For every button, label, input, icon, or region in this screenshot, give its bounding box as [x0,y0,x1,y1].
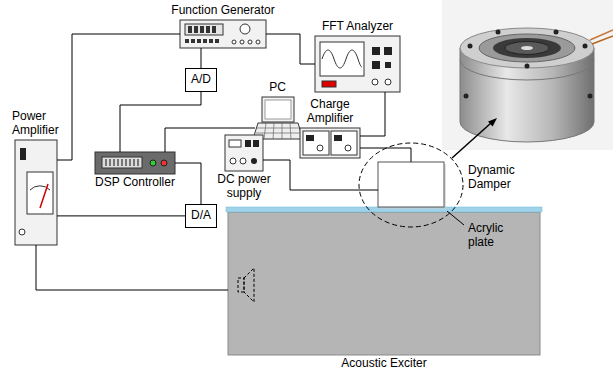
signal-wire [36,245,228,290]
fft-analyzer: FFT Analyzer [315,36,400,92]
pointer-arrow [452,123,491,158]
node-label: Function Generator [163,4,283,18]
node-label: FFT Analyzer [313,20,403,34]
node-label: Charge Amplifier [299,98,361,126]
power-amplifier-icon [15,140,57,245]
signal-wire [201,48,202,68]
dsp-controller: DSP Controller [95,152,175,174]
signal-wire [57,215,185,216]
damper-box [378,162,444,207]
pc: PC [255,97,300,139]
damper-photo [442,0,613,150]
signal-wire [175,163,201,204]
fft-analyzer-icon [315,36,400,92]
exciter-enclosure [228,212,540,355]
node-label: PC [258,81,298,95]
node-label: Acoustic Exciter [304,357,464,371]
signal-wire [360,148,411,162]
dc-power-supply: DC power supply [225,135,263,171]
speaker-symbol [238,268,254,302]
power-amplifier: Power Amplifier [15,140,57,245]
function-generator-icon [180,20,266,48]
node-label: DSP Controller [85,176,185,190]
signal-wire [263,160,378,190]
node-label: D/A [191,209,211,223]
charge-amplifier-icon [300,128,360,158]
signal-wire [120,92,201,152]
node-label: Dynamic Damper [468,164,548,192]
part-label: Acrylic plate [468,222,518,250]
ad-converter: A/D [185,68,217,92]
dc-supply-icon [225,135,263,171]
laptop-icon [253,97,303,139]
node-label: A/D [191,73,211,87]
function-generator: Function Generator [180,20,266,48]
dynamic-damper: Dynamic Damper [378,162,444,207]
da-converter: D/A [185,204,217,228]
node-label: Power Amplifier [12,110,72,138]
signal-wire [57,34,180,160]
charge-amplifier: Charge Amplifier [300,128,360,158]
dsp-controller-icon [95,152,175,174]
signal-wire [360,92,385,136]
signal-wire [266,34,315,64]
signal-wire [165,128,255,152]
dashed-circle [359,143,463,227]
node-label: DC power supply [213,173,275,201]
